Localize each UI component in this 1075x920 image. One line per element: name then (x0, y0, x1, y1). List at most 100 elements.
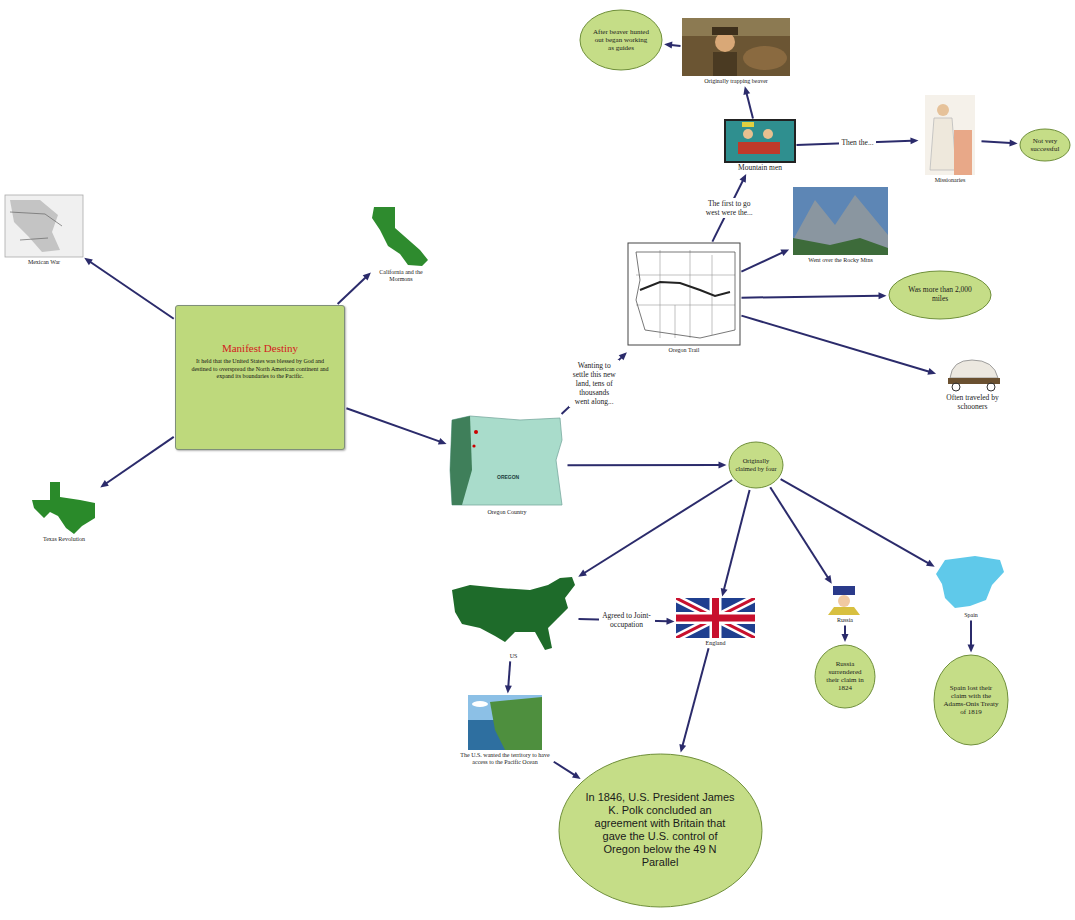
ellipse-shape (934, 655, 1008, 745)
connector-line (981, 141, 1010, 143)
map-land (10, 200, 60, 252)
edge-label: Then the... (841, 138, 873, 147)
connector-line (671, 44, 680, 47)
trapper-coat (713, 52, 737, 76)
cloud (472, 701, 488, 707)
ellipse-node: Was more than 2,000 miles (888, 270, 992, 320)
ellipse-node: Russia surrendered their claim in 1824 (814, 644, 876, 709)
ellipse-label: Originally claimed by four (735, 457, 777, 472)
connector-arrow (562, 352, 627, 414)
picture-caption: US (450, 653, 577, 660)
ellipse-label: Not very successful (1026, 137, 1064, 154)
ellipse-label: Russia surrendered their claim in 1824 (822, 660, 868, 693)
picture-caption: Oregon Country (448, 509, 566, 516)
connector-line (508, 661, 510, 686)
map-frame (5, 195, 83, 257)
ellipse-shape (559, 754, 762, 907)
country-outline (636, 252, 735, 338)
oregon-shape (450, 416, 562, 505)
connector-line (741, 296, 879, 298)
edge-label: Agreed to Joint-occupation (602, 611, 651, 629)
ellipse-text: Russia surrendered their claim in 1824 (822, 660, 868, 693)
connector-arrow (741, 292, 886, 299)
mountain-picture (793, 187, 888, 255)
flag-saltire (676, 598, 755, 638)
edge-label: The first to go west were the... (706, 199, 753, 217)
connector-arrow (743, 86, 753, 118)
ellipse-shape (1020, 129, 1070, 161)
connector-arrow (781, 479, 935, 567)
picture-caption: England (676, 640, 755, 647)
edge-label-patch: The first to go west were the... (703, 198, 755, 218)
pulpit (954, 130, 972, 175)
ellipse-node: Originally claimed by four (728, 441, 784, 489)
coat (828, 607, 860, 615)
connector-line (683, 648, 709, 745)
oregon-coast (450, 416, 472, 505)
cliff (490, 697, 542, 750)
picture-node: Mountain men (725, 120, 795, 173)
russian-figure (828, 586, 860, 615)
picture-caption: Originally trapping beaver (682, 78, 790, 85)
valley (793, 238, 888, 255)
ellipse-shape (889, 271, 991, 319)
city-dot (474, 430, 478, 434)
connector-arrow (568, 462, 727, 469)
fur-hat (833, 586, 855, 595)
flag-field (676, 598, 755, 638)
ellipse-node: Spain lost their claim with the Adams-On… (933, 654, 1009, 746)
ellipse-node: After beaver hunted out began working as… (579, 9, 663, 71)
oregon-map (450, 416, 562, 505)
connector-arrow (664, 42, 680, 49)
arrow-head (718, 462, 726, 469)
ellipse-text: After beaver hunted out began working as… (591, 28, 651, 53)
ellipse-shape (729, 442, 783, 488)
picture-caption: Russia (821, 617, 869, 624)
edge-label-patch: Then the... (839, 137, 875, 148)
picture-caption: California and the Mormons (372, 269, 430, 283)
edge-label-patch: Wanting to settle this new land, tens of… (569, 360, 619, 407)
picture-frame (725, 120, 795, 162)
flag-cross (676, 598, 755, 638)
connector-line (741, 316, 929, 372)
connector-arrow (346, 408, 446, 444)
picture-caption: Went over the Rocky Mtns (791, 257, 891, 264)
ellipse-shape (815, 645, 875, 708)
ellipse-text: Spain lost their claim with the Adams-On… (943, 684, 999, 717)
connector-line (554, 762, 575, 775)
picture-node: Often traveled by schooners (938, 358, 1008, 411)
concept-box: Manifest DestinyIt held that the United … (175, 305, 345, 450)
connector-line (584, 480, 732, 573)
sky (468, 695, 542, 750)
fur-pile (743, 46, 787, 70)
connector-line (346, 408, 440, 441)
picture-caption: Oregon Trail (628, 347, 740, 354)
picture-node: Spain (936, 556, 1006, 619)
mexican-war-map (5, 195, 83, 257)
picture-node: Originally trapping beaver (682, 18, 790, 85)
connector-line (724, 490, 750, 590)
connector-arrow (721, 490, 750, 597)
union-flag (676, 598, 755, 638)
connector-arrow (338, 272, 371, 304)
arrow-head (84, 258, 93, 265)
connector-arrow (554, 762, 581, 779)
ellipse-label: Was more than 2,000 miles (902, 286, 978, 304)
picture-node: Oregon Country (448, 415, 566, 516)
picture-node: Missionaries (920, 95, 980, 184)
picture-sky (682, 18, 790, 36)
connector-line (562, 357, 622, 414)
map-label: OREGON (497, 474, 519, 480)
picture-node: Oregon Trail (628, 243, 740, 354)
mountains (793, 195, 888, 255)
flag-cross (676, 598, 755, 638)
ellipse-text: Originally claimed by four (735, 457, 777, 472)
connector-arrow (679, 648, 708, 752)
connector-line (90, 262, 174, 319)
missionary-picture (925, 95, 975, 175)
connector-line (338, 277, 366, 304)
man-head (763, 129, 773, 139)
connector-line (844, 625, 846, 635)
